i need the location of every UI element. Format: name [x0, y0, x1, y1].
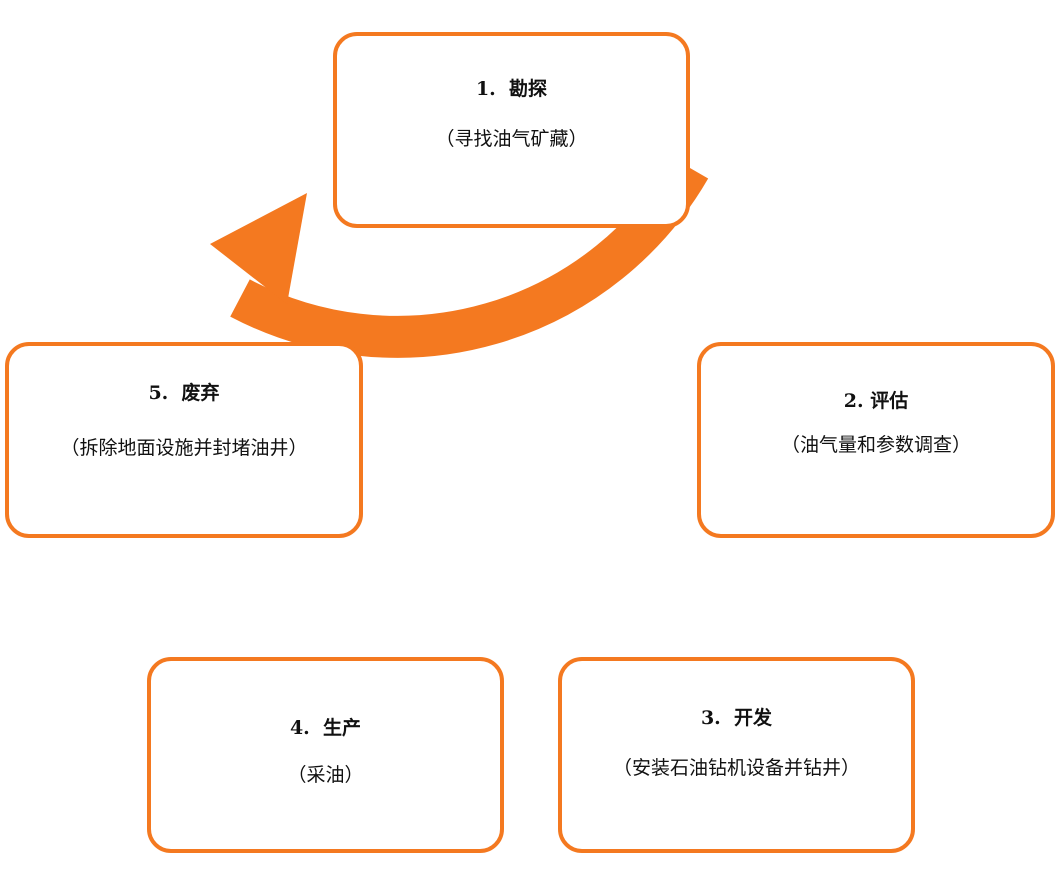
stage-appraisal-box: 2. 评估 （油气量和参数调查） [697, 342, 1055, 538]
cycle-arc [230, 157, 709, 358]
stage-production-title: 4. 生产 [289, 717, 362, 739]
stage-production-desc: （采油） [287, 764, 364, 786]
stage-development-title: 3. 开发 [700, 707, 773, 729]
stage-abandonment-title: 5. 废弃 [148, 382, 220, 404]
stage-production-box: 4. 生产 （采油） [147, 657, 504, 853]
stage-appraisal-desc: （油气量和参数调查） [780, 434, 971, 456]
stage-exploration-title: 1. 勘探 [475, 78, 548, 100]
stage-exploration-box: 1. 勘探 （寻找油气矿藏） [333, 32, 690, 228]
stage-development-box: 3. 开发 （安装石油钻机设备并钻井） [558, 657, 915, 853]
stage-appraisal-title: 2. 评估 [843, 390, 909, 412]
stage-abandonment-box: 5. 废弃 （拆除地面设施并封堵油井） [5, 342, 363, 538]
stage-exploration-desc: （寻找油气矿藏） [435, 128, 588, 150]
stage-abandonment-desc: （拆除地面设施并封堵油井） [60, 437, 308, 459]
stage-development-desc: （安装石油钻机设备并钻井） [612, 757, 860, 779]
cycle-arrowhead [210, 193, 307, 304]
